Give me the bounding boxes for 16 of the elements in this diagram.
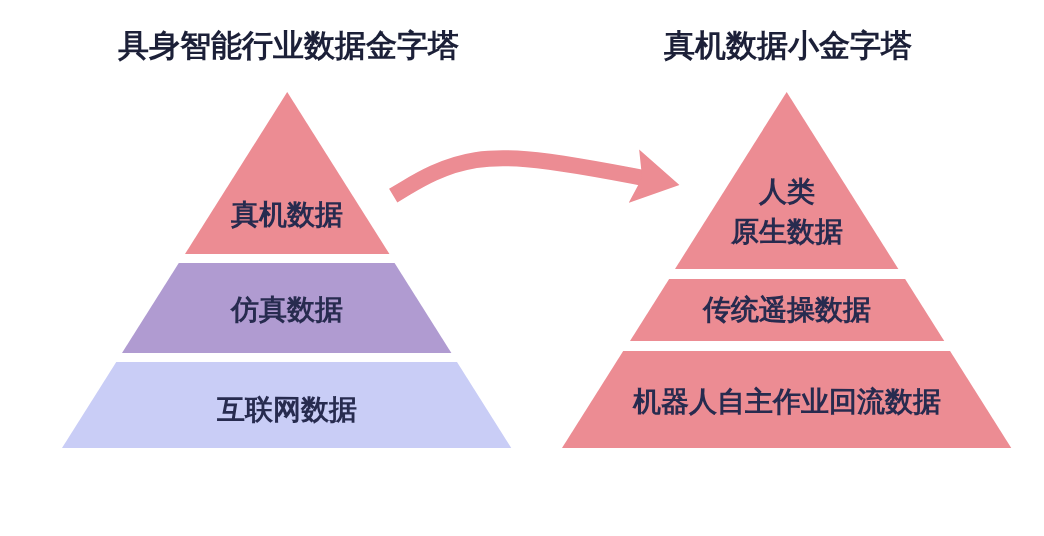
pyramid-title: 具身智能行业数据金字塔 [117,26,459,64]
pyramid-tier [562,351,1012,448]
tier-label: 人类 [759,175,815,209]
pyramid-tier [122,263,452,353]
tier-label: 仿真数据 [231,293,343,327]
curved-arrow [389,149,680,203]
pyramid-tier [629,279,945,341]
pyramid-tier [62,362,512,448]
pyramid-tier [184,92,390,254]
pyramid-tier [675,92,899,269]
tier-label: 真机数据 [231,198,343,232]
tier-label: 原生数据 [731,215,843,249]
tier-label: 机器人自主作业回流数据 [633,385,941,419]
tier-label: 互联网数据 [217,393,357,427]
pyramid-title: 真机数据小金字塔 [664,26,912,64]
tier-label: 传统遥操数据 [703,293,871,327]
